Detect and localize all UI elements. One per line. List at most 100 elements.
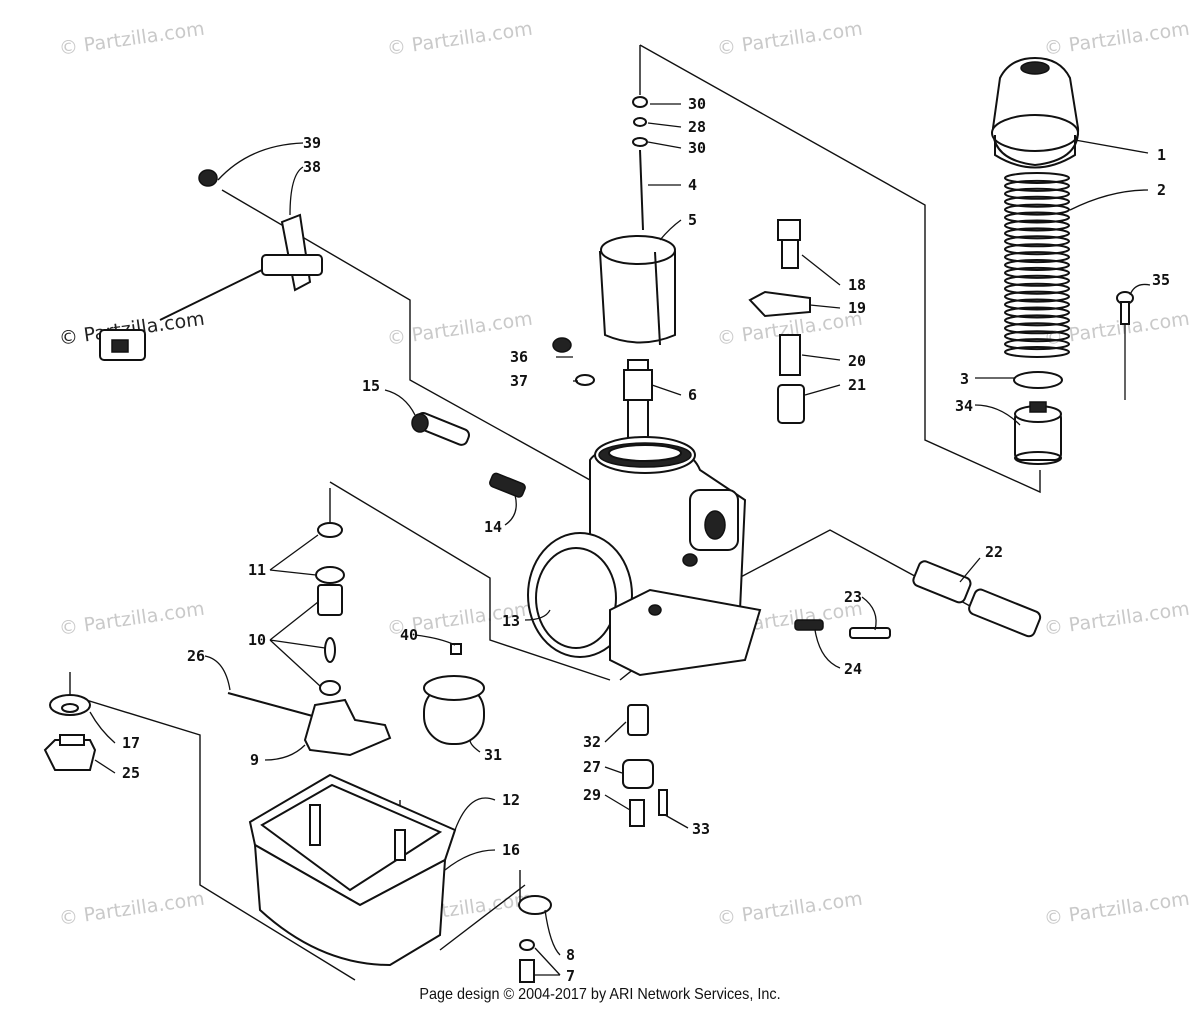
spring-coil [1004,227,1070,240]
callout-8: 8 [566,946,575,964]
callout-18: 18 [848,276,866,294]
watermark: © Partzilla.com [1043,18,1191,60]
watermark: © Partzilla.com [1043,598,1191,640]
callout-26: 26 [187,647,205,665]
watermark: © Partzilla.com [386,308,534,350]
spring-coil [1004,282,1070,295]
callout-labels: 1 2 3 4 5 6 7 8 9 10 11 12 13 14 15 16 1… [122,95,1170,985]
callout-28: 28 [688,118,706,136]
watermark: © Partzilla.com [58,18,206,60]
spring-coil [1004,306,1070,319]
part-float-arm [303,698,392,757]
spring-coil [1004,330,1070,343]
callout-5: 5 [688,211,697,229]
spring-coil [1004,338,1070,351]
callout-6: 6 [688,386,697,404]
spring-coil [1004,274,1070,287]
part-hose [912,560,1042,638]
callout-3: 3 [960,370,969,388]
callout-36: 36 [510,348,528,366]
part-sleeve [598,235,676,346]
part-choke-lever [99,169,323,361]
callout-10: 10 [248,631,266,649]
callout-23: 23 [844,588,862,606]
spring-coil [1004,179,1070,192]
part-washer [1013,371,1063,389]
page-footer: Page design © 2004-2017 by ARI Network S… [419,986,781,1003]
spring-coil [1004,266,1070,279]
callout-7: 7 [566,967,575,985]
part-drain-plug [43,694,97,771]
leader-lines [89,103,1151,976]
assembly-lines [69,44,1041,981]
part-throttle-stop-screw [794,619,891,639]
callout-15: 15 [362,377,380,395]
callout-31: 31 [484,746,502,764]
callout-12: 12 [502,791,520,809]
part-small-spring [489,472,526,498]
watermark: © Partzilla.com [716,888,864,930]
part-jet-needle [639,149,644,231]
spring-coil [1004,243,1070,256]
part-throttle-slide [1014,401,1062,465]
part-pilot-screw [411,412,471,446]
watermark: © Partzilla.com [58,888,206,930]
part-float [423,643,485,745]
callout-32: 32 [583,733,601,751]
spring-coil [1004,314,1070,327]
part-spring [1004,172,1070,358]
callout-34: 34 [955,397,973,415]
callout-17: 17 [122,734,140,752]
part-float-valve-set [315,522,345,696]
part-valve-stack [748,219,811,424]
watermark: © Partzilla.com [1043,888,1191,930]
part-idle-jet [658,789,668,816]
callout-33: 33 [692,820,710,838]
spring-coil [1004,235,1070,248]
spring-coil [1004,211,1070,224]
part-bowl-screw [518,895,552,983]
spring-coil [1004,290,1070,303]
spring-coil [1004,322,1070,335]
callout-11: 11 [248,561,266,579]
callout-4: 4 [688,176,697,194]
callout-30-bottom: 30 [688,139,706,157]
part-pin [227,692,321,719]
watermark: © Partzilla.com [386,18,534,60]
spring-coil [1004,298,1070,311]
callout-30-top: 30 [688,95,706,113]
part-needle-clip-set [632,96,648,147]
part-main-jet-stack [622,704,654,827]
callout-14: 14 [484,518,502,536]
part-screw-36 [552,337,595,386]
part-screw-35 [1116,291,1134,400]
watermark: © Partzilla.com [58,598,206,640]
callout-13: 13 [502,612,520,630]
callout-16: 16 [502,841,520,859]
callout-29: 29 [583,786,601,804]
callout-9: 9 [250,751,259,769]
callout-19: 19 [848,299,866,317]
callout-35: 35 [1152,271,1170,289]
callout-1: 1 [1157,146,1166,164]
callout-25: 25 [122,764,140,782]
spring-coil [1004,172,1070,184]
callout-27: 27 [583,758,601,776]
watermark: © Partzilla.com [716,18,864,60]
callout-38: 38 [303,158,321,176]
callout-24: 24 [844,660,862,678]
part-cap [991,56,1080,169]
spring-coil [1004,203,1070,216]
callout-20: 20 [848,352,866,370]
spring-coil [1004,219,1070,232]
spring-coil [1004,251,1070,264]
spring-coil [1004,195,1070,208]
spring-coil [1004,346,1070,358]
spring-coil [1004,187,1070,200]
callout-21: 21 [848,376,866,394]
callout-22: 22 [985,543,1003,561]
spring-coil [1004,259,1070,271]
part-float-bowl [248,773,457,967]
callout-40: 40 [400,626,418,644]
